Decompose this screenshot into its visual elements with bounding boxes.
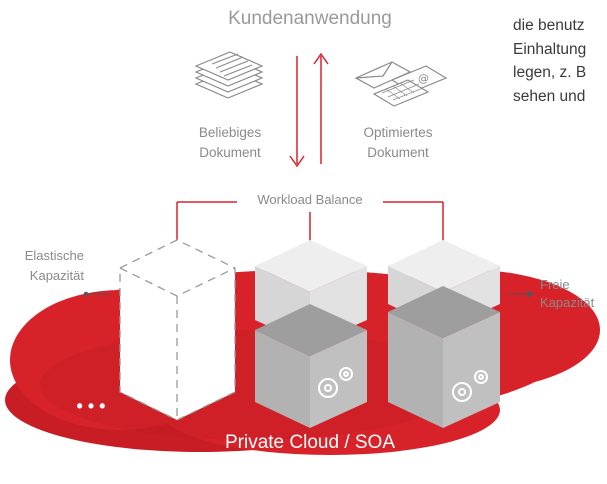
gear-icon [452,370,488,402]
optimized-document-icon: @ [354,61,448,107]
workload-balance-bracket [176,201,444,242]
doc-out-line1: Optimiertes [363,125,433,140]
document-stack-icon [194,51,264,99]
free-line2: Kapazität [540,295,595,310]
side-line-2: Einhaltung [513,40,587,58]
elastic-line2: Kapazität [29,268,84,283]
side-line-1: die benutz [513,17,585,34]
doc-out-line2: Dokument [367,145,429,160]
elastic-line1: Elastische [24,248,84,263]
elastic-connector [83,291,110,297]
free-line1: Freie [540,277,570,292]
free-capacity-label: Freie Kapazität [540,276,607,312]
doc-in-line2: Dokument [199,145,261,160]
doc-in-label: Beliebiges Dokument [170,123,290,163]
side-line-4: sehen und [513,87,586,105]
app-title: Kundenanwendung [228,8,392,29]
server-stack-middle [255,240,367,428]
free-capacity-connector [508,290,534,298]
gear-icon [318,367,353,398]
elastic-capacity-cube [119,239,236,421]
server-stack-right [388,240,500,428]
more-dots: • • • [76,396,106,416]
doc-in-line1: Beliebiges [198,125,262,140]
svg-text:@: @ [418,72,429,85]
elastic-capacity-label: Elastische Kapazität [0,246,84,286]
doc-out-label: Optimiertes Dokument [338,123,458,163]
workload-balance-label: Workload Balance [257,192,363,207]
arrow-down [289,56,305,168]
cloud-label: Private Cloud / SOA [224,432,396,453]
side-line-3: legen, z. B [513,64,587,81]
arrow-up [313,52,329,164]
side-paragraph: die benutz Einhaltung legen, z. B sehen … [513,14,586,108]
